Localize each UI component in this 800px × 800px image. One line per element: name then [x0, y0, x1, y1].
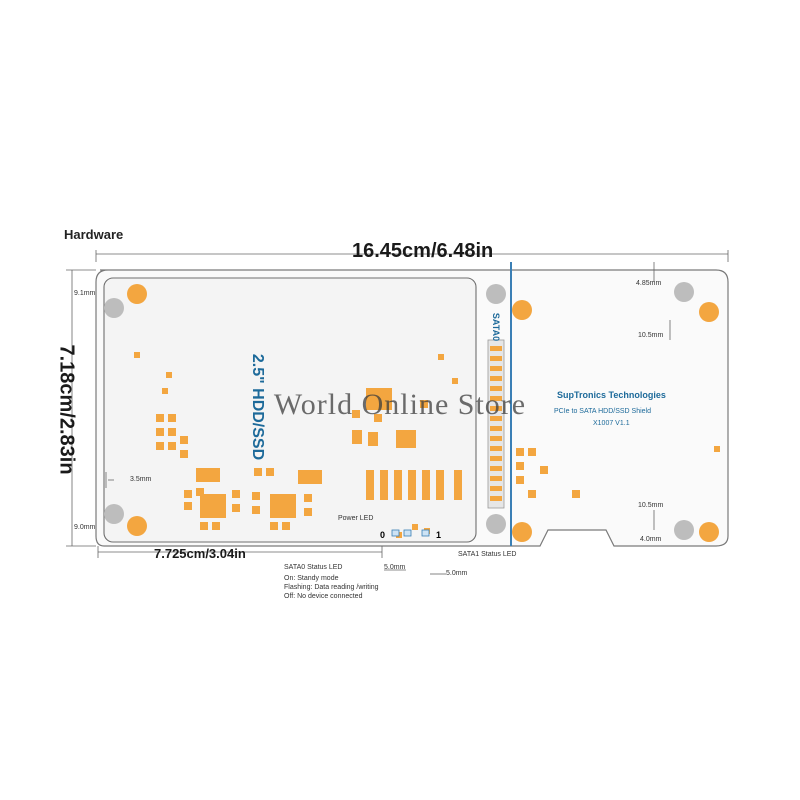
- sata-pins: [490, 346, 502, 501]
- hole: [674, 282, 694, 302]
- pad: [699, 522, 719, 542]
- led-mark-0: 0: [380, 530, 386, 540]
- hole: [486, 514, 506, 534]
- product-name: PCIe to SATA HDD/SSD Shield: [554, 408, 651, 415]
- mounting-holes: [104, 282, 694, 540]
- dim-left-offset: 3.5mm: [130, 476, 152, 483]
- sata1-led-label: SATA1 Status LED: [458, 551, 517, 558]
- dim-right-hole-bottom: 10.5mm: [638, 502, 664, 509]
- hole: [674, 520, 694, 540]
- led-mark-1: 1: [436, 530, 442, 540]
- orange-pads: [127, 284, 720, 542]
- sata0-led-label: SATA0 Status LED: [284, 564, 343, 571]
- total-length-dimension: 16.45cm/6.48in: [352, 240, 494, 262]
- hole: [104, 504, 124, 524]
- dim-led-gap-left: 5.0mm: [384, 564, 406, 571]
- led-note: Off: No device connected: [284, 593, 363, 600]
- dim-led-gap-right: 5.0mm: [446, 570, 468, 577]
- section-heading: Hardware: [64, 227, 124, 242]
- status-leds: [391, 529, 430, 537]
- hole: [104, 298, 124, 318]
- model-name: X1007 V1.1: [593, 420, 630, 427]
- hdd-length-dimension: 7.725cm/3.04in: [154, 546, 246, 561]
- sata-connector: [487, 339, 505, 509]
- pad: [512, 522, 532, 542]
- dim-bottom-margin: 9.0mm: [74, 524, 96, 531]
- sata-label: SATA0: [491, 312, 501, 342]
- led-notes: On: Standy mode Flashing: Data reading /…: [284, 574, 379, 601]
- dim-right-hole-top: 10.5mm: [638, 332, 664, 339]
- dim-right-top: 4.85mm: [636, 280, 662, 287]
- pad: [127, 516, 147, 536]
- pad: [512, 300, 532, 320]
- watermark: World Online Store: [273, 388, 527, 421]
- power-led-label: Power LED: [338, 515, 374, 522]
- pad: [699, 302, 719, 322]
- dim-right-bottom: 4.0mm: [640, 536, 662, 543]
- pad: [127, 284, 147, 304]
- hole: [486, 284, 506, 304]
- led-note: Flashing: Data reading /writing: [284, 584, 379, 591]
- dim-top-margin: 9.1mm: [74, 290, 96, 297]
- company-name: SupTronics Technologies: [557, 390, 666, 400]
- led-note: On: Standy mode: [284, 575, 339, 582]
